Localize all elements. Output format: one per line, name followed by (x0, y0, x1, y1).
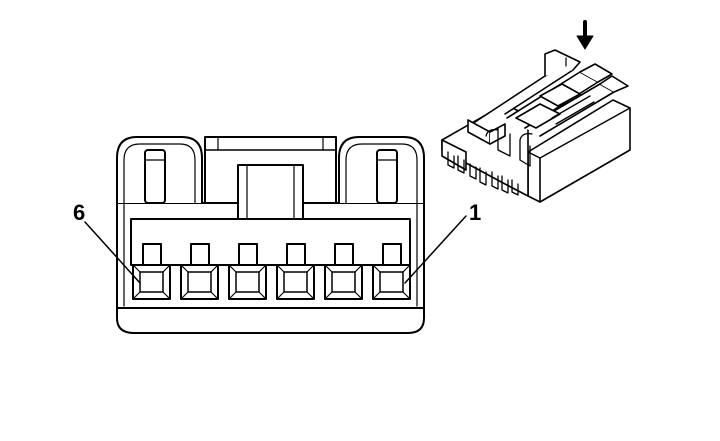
insertion-direction-arrow-icon (576, 20, 594, 50)
leader-line-pin-6 (84, 221, 141, 284)
pin-label-6: 6 (73, 200, 86, 225)
cavity-pin-2 (324, 243, 363, 300)
pin-label-1: 1 (469, 200, 482, 225)
center-lock (204, 136, 337, 220)
leader-line-pin-1 (404, 215, 467, 284)
connector-isometric-view (441, 49, 631, 203)
connector-front-view (84, 136, 467, 334)
cavity-frame (130, 218, 411, 266)
cavity-pin-4 (228, 243, 267, 300)
cavity-pin-1 (372, 243, 411, 300)
terminal-cavities (132, 243, 411, 300)
cavity-pin-3 (276, 243, 315, 300)
cavity-pin-5 (180, 243, 219, 300)
